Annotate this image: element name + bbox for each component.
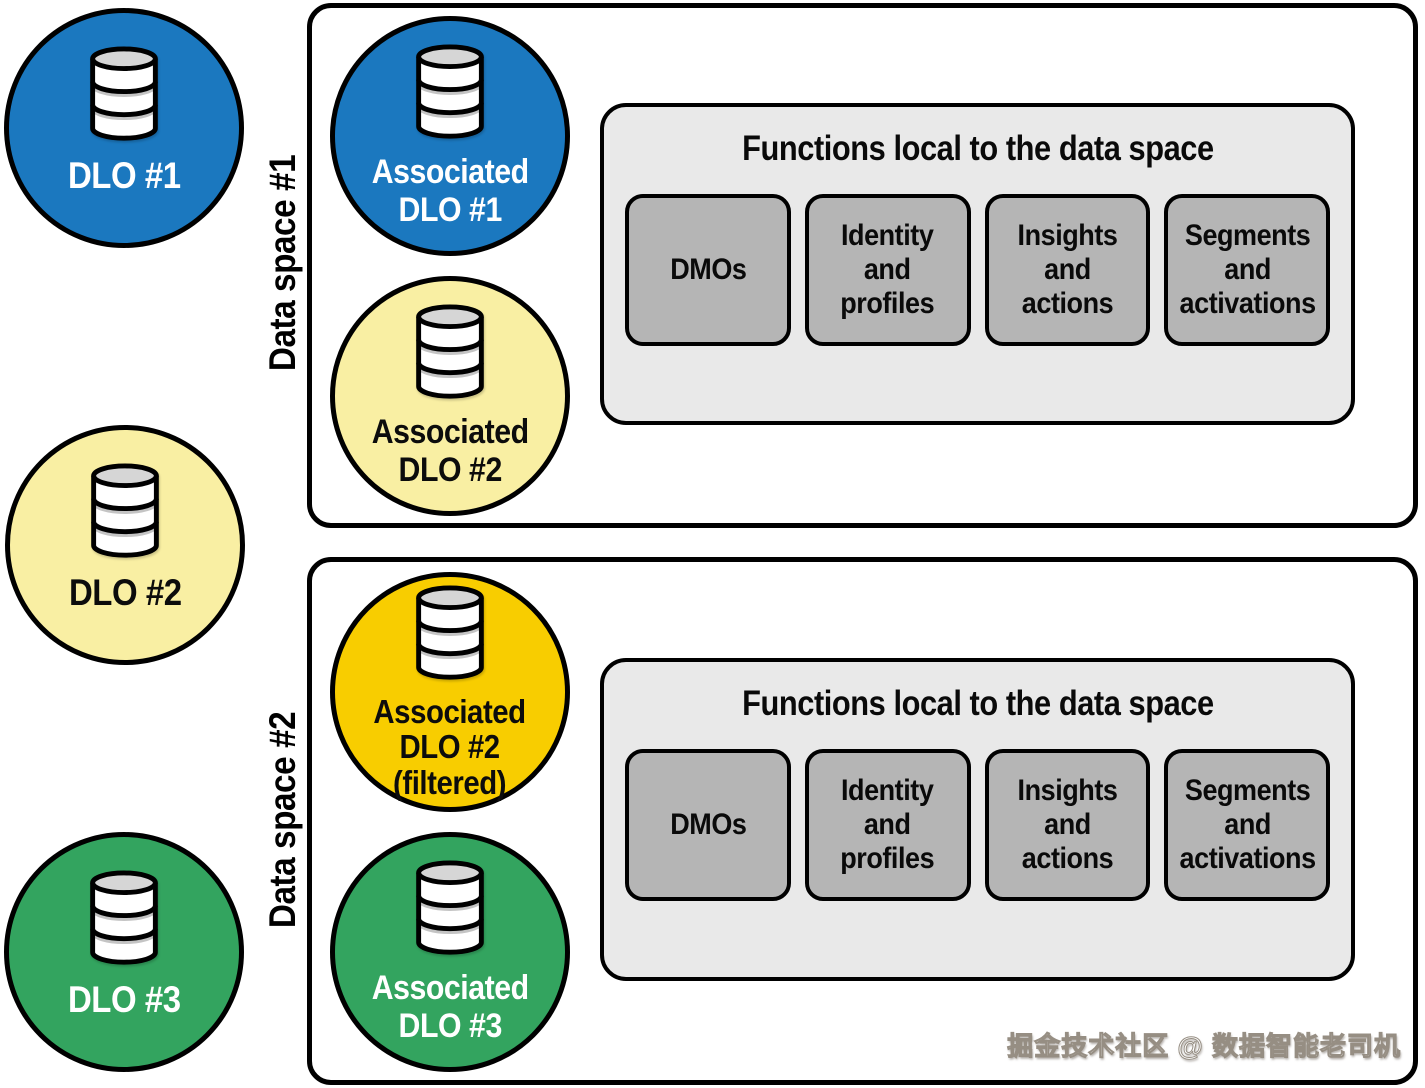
data-space-2-label: Data space #2	[262, 711, 303, 929]
insights-actions-box-1: Insights and actions	[984, 194, 1151, 346]
associated-dlo-2-circle: Associated DLO #2	[330, 276, 570, 516]
database-icon	[401, 859, 499, 963]
associated-dlo-3-label-line1: Associated	[371, 968, 529, 1007]
functions-panel-1: Functions local to the data space DMOs I…	[600, 103, 1355, 425]
functions-panel-2-title: Functions local to the data space	[604, 684, 1351, 724]
segments-activations-box-2: Segments and activations	[1164, 749, 1330, 901]
functions-panel-2-title-text: Functions local to the data space	[741, 684, 1214, 723]
identity-profiles-box-1: Identity and profiles	[804, 194, 971, 346]
associated-dlo-2-filtered-label: Associated DLO #2 (filtered)	[373, 692, 527, 801]
functions-panel-2-row: DMOs Identity and profiles Insights and …	[625, 749, 1330, 901]
database-icon	[401, 303, 499, 407]
functions-panel-1-title-text: Functions local to the data space	[741, 129, 1214, 168]
functions-panel-2: Functions local to the data space DMOs I…	[600, 658, 1355, 981]
associated-dlo-2-filtered-circle: Associated DLO #2 (filtered)	[330, 572, 570, 812]
identity-profiles-box-2: Identity and profiles	[804, 749, 971, 901]
associated-dlo-1-label-line2: DLO #1	[398, 191, 502, 229]
associated-dlo-3-circle: Associated DLO #3	[330, 832, 570, 1072]
associated-dlo-2-label-line1: Associated	[371, 412, 529, 451]
dlo-1-label: DLO #1	[67, 155, 181, 197]
database-icon	[401, 584, 499, 688]
database-icon	[75, 869, 173, 973]
associated-dlo-1-circle: Associated DLO #1	[330, 16, 570, 256]
dmos-box-1-label: DMOs	[669, 252, 747, 286]
database-icon	[76, 462, 174, 566]
segments-activations-box-1-label: Segments and activations	[1179, 218, 1316, 321]
associated-dlo-2-label-line2: DLO #2	[398, 451, 502, 489]
dlo-3-label: DLO #3	[67, 979, 181, 1021]
data-space-1-label: Data space #1	[262, 154, 303, 372]
associated-dlo-3-label-line2: DLO #3	[398, 1007, 502, 1045]
dlo-2-circle: DLO #2	[5, 425, 245, 665]
insights-actions-box-1-label: Insights and actions	[1017, 218, 1118, 321]
segments-activations-box-1: Segments and activations	[1164, 194, 1330, 346]
dmos-box-1: DMOs	[625, 194, 791, 346]
segments-activations-box-2-label: Segments and activations	[1179, 773, 1316, 876]
associated-dlo-1-label: Associated DLO #1	[371, 153, 528, 229]
dlo-3-circle: DLO #3	[4, 832, 244, 1072]
associated-dlo-1-label-line1: Associated	[371, 152, 529, 191]
associated-dlo-3-label: Associated DLO #3	[371, 969, 528, 1045]
dlo-2-label: DLO #2	[68, 572, 182, 614]
insights-actions-box-2: Insights and actions	[984, 749, 1151, 901]
database-icon	[401, 43, 499, 147]
associated-dlo-2-filtered-label-line1: Associated	[373, 692, 527, 730]
associated-dlo-2-filtered-label-line3: (filtered)	[393, 763, 507, 801]
database-icon	[75, 45, 173, 149]
associated-dlo-2-label: Associated DLO #2	[371, 413, 528, 489]
watermark-text: 掘金技术社区 @ 数据智能老司机	[1007, 1031, 1401, 1062]
associated-dlo-2-filtered-label-line2: DLO #2	[399, 728, 501, 766]
functions-panel-1-title: Functions local to the data space	[604, 129, 1351, 169]
dmos-box-2-label: DMOs	[669, 807, 747, 841]
dmos-box-2: DMOs	[625, 749, 791, 901]
functions-panel-1-row: DMOs Identity and profiles Insights and …	[625, 194, 1330, 346]
dlo-1-circle: DLO #1	[4, 8, 244, 248]
insights-actions-box-2-label: Insights and actions	[1017, 773, 1118, 876]
identity-profiles-box-1-label: Identity and profiles	[840, 218, 935, 321]
identity-profiles-box-2-label: Identity and profiles	[840, 773, 935, 876]
